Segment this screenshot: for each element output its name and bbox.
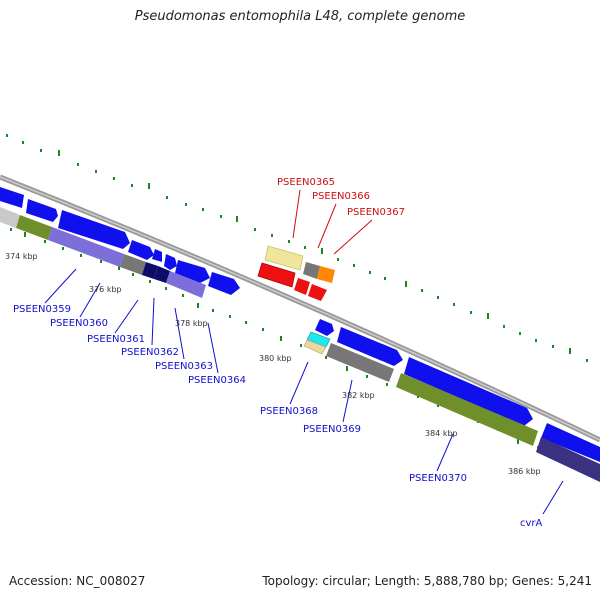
label-pseen0365[interactable]: PSEEN0365 [277,177,335,188]
gene-blue-e [152,249,162,262]
gene-blue-d [128,240,154,260]
ruler-380: 380 kbp [259,354,292,363]
label-pseen0359[interactable]: PSEEN0359 [13,304,71,315]
label-pseen0362[interactable]: PSEEN0362 [121,347,179,358]
map-title: Pseudomonas entomophila L48, complete ge… [134,9,466,24]
ruler-378: 378 kbp [175,319,208,328]
upper-left-track [0,187,240,295]
right-upper-track [315,319,600,462]
gene-blue-c [58,210,130,249]
gene-pseen0365-khaki [264,245,304,271]
gene-navy-a [142,262,158,279]
ruler-382: 382 kbp [342,391,375,400]
ruler-386: 386 kbp [508,467,541,476]
gene-khaki-small [303,339,327,355]
label-cvra[interactable]: cvrA [520,518,543,529]
label-pseen0360[interactable]: PSEEN0360 [50,318,108,329]
label-pseen0364[interactable]: PSEEN0364 [188,375,246,386]
gene-blue-b [26,199,58,222]
ruler-labels: 374 kbp 376 kbp 378 kbp 380 kbp 382 kbp … [5,252,541,476]
gene-blue-h [208,272,240,295]
gene-grey-pseen0369 [326,343,394,382]
gene-navy-b [154,266,170,283]
label-pseen0366[interactable]: PSEEN0366 [312,191,370,202]
ruler-384: 384 kbp [425,429,458,438]
gene-blue-r3 [404,357,533,426]
gene-blue-f [164,254,177,270]
forward-strand [257,245,335,301]
gene-labels: PSEEN0359 PSEEN0360 PSEEN0361 PSEEN0362 … [13,177,543,529]
genome-backbone [0,174,600,443]
label-pseen0370[interactable]: PSEEN0370 [409,473,467,484]
gene-blue-g [175,260,210,283]
gene-blue-r2 [337,327,403,366]
inner-tick-row [10,228,599,475]
label-pseen0363[interactable]: PSEEN0363 [155,361,213,372]
gene-pseen0366 [303,262,320,279]
gene-grey-left [0,207,20,228]
gene-purple-left [48,227,124,267]
gene-pseen0365-rna [257,262,296,288]
accession-label: Accession: NC_008027 [9,574,146,588]
label-pseen0368[interactable]: PSEEN0368 [260,406,318,417]
gene-rna-small-1 [294,278,310,295]
gene-olive-left [16,215,52,240]
gene-grey-mid [120,254,146,275]
gene-rna-small-2 [308,284,327,301]
label-pseen0361[interactable]: PSEEN0361 [87,334,145,345]
ruler-374: 374 kbp [5,252,38,261]
ruler-376: 376 kbp [89,285,122,294]
outer-tick-row [6,134,588,362]
genome-summary: Topology: circular; Length: 5,888,780 bp… [262,574,592,588]
label-pseen0369[interactable]: PSEEN0369 [303,424,361,435]
gene-olive-pseen0370 [396,373,538,446]
gene-navy-cvra [536,437,600,482]
gene-blue-r4 [541,423,600,462]
label-pseen0367[interactable]: PSEEN0367 [347,207,405,218]
gene-blue-r1 [315,319,334,336]
gene-blue-a [0,187,24,208]
right-lower-track [303,331,600,482]
gene-pseen0367 [317,266,335,283]
label-leaders [44,189,564,515]
gene-purple-right [166,271,206,298]
lower-left-track [0,207,206,298]
